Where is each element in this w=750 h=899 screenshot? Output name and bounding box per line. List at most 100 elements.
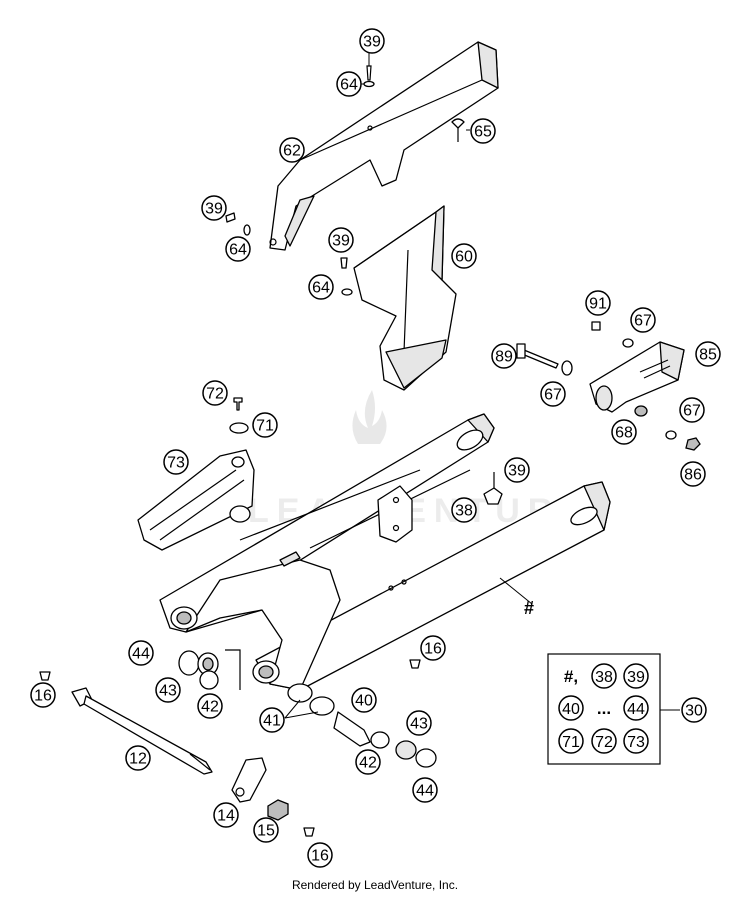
callout-91: 91 (585, 290, 611, 316)
chain-slider (589, 341, 685, 413)
callout-circle (197, 693, 223, 719)
fasteners-72-71 (229, 397, 249, 434)
callout-label: 39 (508, 463, 526, 480)
callout-89: 89 (491, 343, 517, 369)
kit-item-label: #, (564, 667, 578, 686)
callout-label: 68 (615, 425, 633, 442)
callout-16: 16 (420, 635, 446, 661)
callout-68: 68 (611, 419, 637, 445)
footer-credit: Rendered by LeadVenture, Inc. (291, 878, 459, 892)
kit-item-label: 72 (595, 734, 613, 751)
callout-circle (253, 817, 279, 843)
kit-item-label: ... (597, 699, 611, 718)
kit-item-label: 44 (627, 701, 645, 718)
kit-item: 71 (558, 728, 584, 754)
swingarm-hash-label: # (524, 598, 534, 618)
callout-circle (681, 697, 707, 723)
callout-62: 62 (279, 137, 305, 163)
kit-item: 40 (558, 695, 584, 721)
callout-60: 60 (451, 243, 477, 269)
callout-16: 16 (307, 842, 333, 868)
callout-label: 43 (410, 716, 428, 733)
kit-item-circle (623, 695, 649, 721)
swingarm (159, 413, 611, 691)
callout-circle (680, 461, 706, 487)
callout-circle (201, 195, 227, 221)
callout-circle (163, 449, 189, 475)
callout-label: 91 (589, 296, 607, 313)
callout-73: 73 (163, 449, 189, 475)
kit-item: 39 (623, 663, 649, 689)
callout-label: 71 (256, 418, 274, 435)
callout-85: 85 (695, 341, 721, 367)
callout-72: 72 (202, 380, 228, 406)
callout-38: 38 (451, 497, 477, 523)
callout-12: 12 (125, 745, 151, 771)
callout-label: 39 (363, 34, 381, 51)
callout-label: 72 (206, 386, 224, 403)
callout-circle (307, 842, 333, 868)
callout-circle (328, 227, 354, 253)
callout-label: 64 (312, 280, 330, 297)
callout-40: 40 (351, 687, 377, 713)
callout-67: 67 (679, 397, 705, 423)
callout-label: 62 (283, 143, 301, 160)
callout-label: 39 (332, 233, 350, 250)
callout-label: 42 (201, 699, 219, 716)
callout-42: 42 (355, 749, 381, 775)
callout-label: 40 (355, 693, 373, 710)
caps (39, 659, 421, 837)
callout-label: 39 (205, 201, 223, 218)
callout-39: 39 (504, 457, 530, 483)
callout-15: 15 (253, 817, 279, 843)
pivot-bearings-right (287, 683, 437, 768)
kit-item-circle (623, 663, 649, 689)
callout-label: 30 (685, 703, 703, 720)
chain-adjuster-plate (231, 757, 289, 821)
callout-label: 14 (217, 808, 235, 825)
callout-39: 39 (201, 195, 227, 221)
callout-circle (504, 457, 530, 483)
callout-label: 67 (634, 313, 652, 330)
callout-circle (406, 710, 432, 736)
chain-guard-upper (269, 41, 499, 251)
callout-label: 16 (34, 688, 52, 705)
callout-circle (351, 687, 377, 713)
callout-label: 16 (311, 848, 329, 865)
kit-item-label: 38 (595, 669, 613, 686)
callout-circle (611, 419, 637, 445)
callout-circle (279, 137, 305, 163)
callout-label: 64 (340, 77, 358, 94)
callout-label: 64 (229, 242, 247, 259)
callout-circle (695, 341, 721, 367)
kit-item-circle (558, 728, 584, 754)
callout-71: 71 (252, 412, 278, 438)
kit-item: #, (564, 667, 578, 686)
callout-64: 64 (336, 71, 362, 97)
callout-circle (213, 802, 239, 828)
callout-42: 42 (197, 693, 223, 719)
slider-fasteners (516, 321, 701, 451)
callout-circle (470, 118, 496, 144)
callout-label: 38 (455, 503, 473, 520)
kit-item-label: 40 (562, 701, 580, 718)
callout-label: 67 (544, 387, 562, 404)
callout-circle (336, 71, 362, 97)
callout-16: 16 (30, 682, 56, 708)
callout-circle (225, 236, 251, 262)
callout-circle (412, 777, 438, 803)
callout-label: 86 (684, 467, 702, 484)
callout-circle (451, 497, 477, 523)
callout-circle (585, 290, 611, 316)
callout-label: 41 (263, 713, 281, 730)
callout-39: 39 (359, 28, 385, 54)
callout-39: 39 (328, 227, 354, 253)
chain-guide-block (137, 449, 255, 551)
callout-30: 30 (681, 697, 707, 723)
kit-item: 44 (623, 695, 649, 721)
callout-label: 44 (132, 646, 150, 663)
callout-67: 67 (540, 381, 566, 407)
